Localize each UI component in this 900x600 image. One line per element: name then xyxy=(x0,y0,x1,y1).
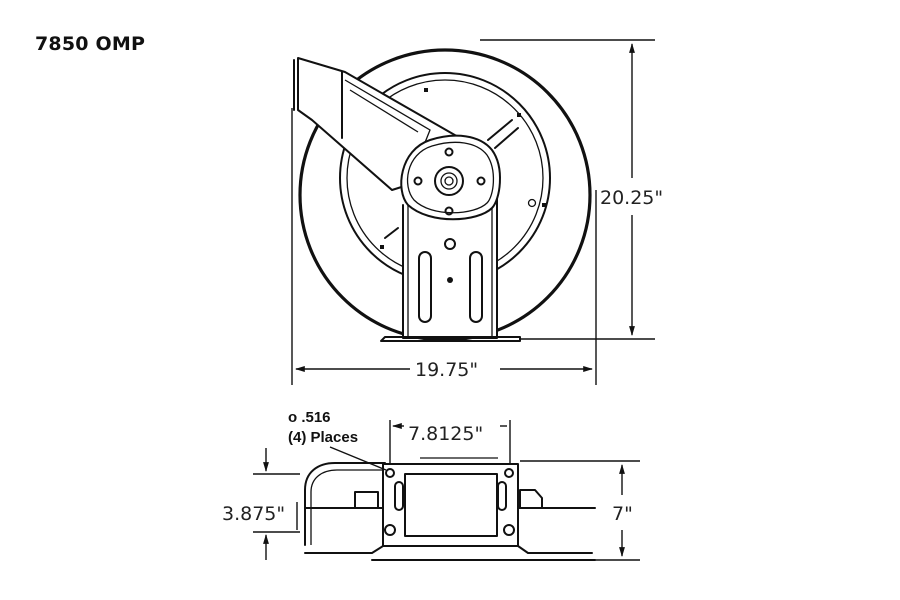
hub-bolt xyxy=(444,206,454,216)
spindle-inner xyxy=(440,172,458,190)
side-bracket-right xyxy=(519,489,543,508)
depth-dimension-label: 7" xyxy=(612,503,633,525)
guide-arm-inner xyxy=(310,469,385,545)
spindle-outer xyxy=(434,166,464,196)
ring-tick xyxy=(542,203,546,207)
swing-arm-channel xyxy=(349,89,419,133)
stand-base xyxy=(380,336,521,342)
hub-bolt xyxy=(444,147,454,157)
frame-slot xyxy=(394,481,404,511)
mount-dot xyxy=(447,277,453,283)
hub-bolt xyxy=(476,176,486,186)
mount-slot-left xyxy=(418,251,432,323)
hole-note-size: o .516 xyxy=(288,409,331,426)
mount-slot-right xyxy=(469,251,483,323)
spoke xyxy=(494,127,519,149)
mount-hole-corner xyxy=(385,468,395,478)
ring-tick xyxy=(517,113,521,117)
hole-note-leader xyxy=(329,446,387,471)
mount-hole-corner xyxy=(503,524,515,536)
spoke xyxy=(487,119,513,141)
front-view: 20.25" 19.75" xyxy=(291,39,663,385)
mount-hole xyxy=(444,238,456,250)
ring-hole xyxy=(527,198,537,208)
width-dimension-label: 19.75" xyxy=(415,359,478,381)
bolt-spacing-label: 7.8125" xyxy=(408,423,483,445)
base-plate xyxy=(304,545,593,554)
mount-hole-corner xyxy=(504,468,514,478)
ring-tick xyxy=(424,88,428,92)
spindle-core xyxy=(444,176,454,186)
ring-tick xyxy=(380,245,384,249)
offset-dimension-label: 3.875" xyxy=(222,503,285,525)
frame-slot xyxy=(497,481,507,511)
top-view: o .516 (4) Places 7.8125" 3.875" 7" xyxy=(222,409,640,561)
mount-hole-corner xyxy=(384,524,396,536)
hole-note-qty: (4) Places xyxy=(288,429,358,446)
side-bracket-left xyxy=(354,491,379,508)
guide-arm-outer xyxy=(304,462,386,546)
spoke xyxy=(384,227,399,239)
hub-bolt xyxy=(413,176,423,186)
height-dimension-label: 20.25" xyxy=(600,187,663,209)
model-title: 7850 OMP xyxy=(35,33,146,55)
